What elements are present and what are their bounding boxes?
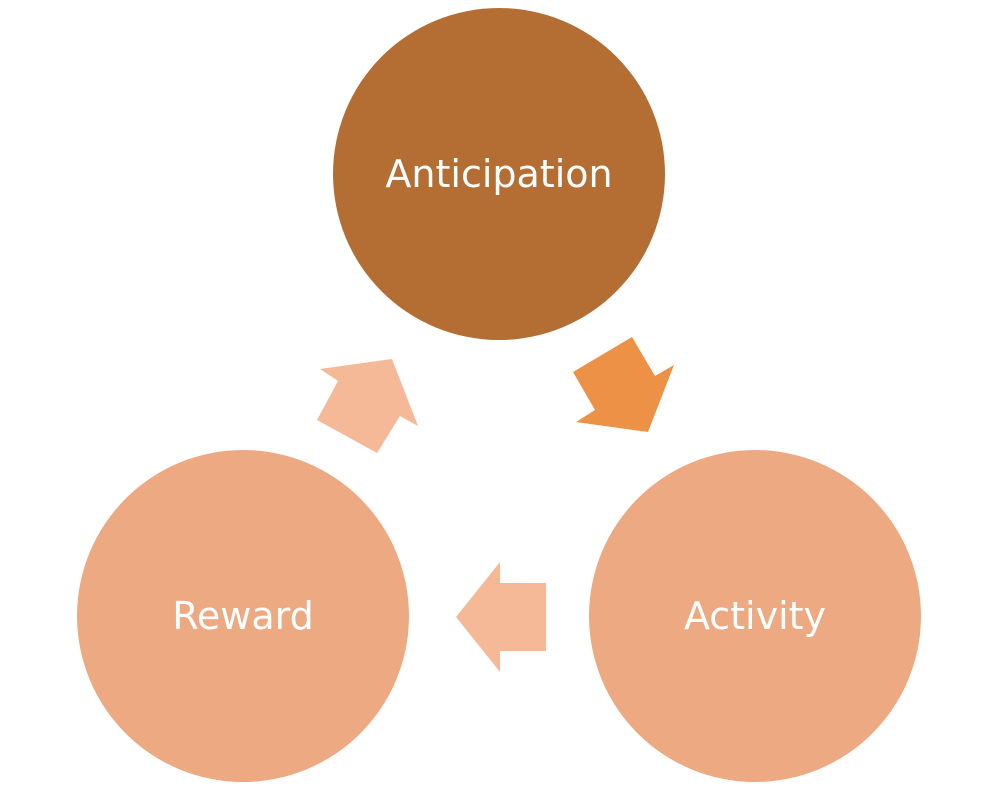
node-reward bbox=[77, 450, 409, 782]
arrow-anticipation-to-activity bbox=[573, 337, 674, 432]
node-label-reward: Reward bbox=[172, 594, 314, 638]
node-activity bbox=[589, 450, 921, 782]
node-label-anticipation: Anticipation bbox=[385, 152, 613, 196]
arrow-activity-to-reward bbox=[456, 562, 546, 672]
node-label-activity: Activity bbox=[683, 594, 827, 638]
arrow-reward-to-anticipation bbox=[317, 359, 418, 453]
node-anticipation bbox=[333, 8, 665, 340]
